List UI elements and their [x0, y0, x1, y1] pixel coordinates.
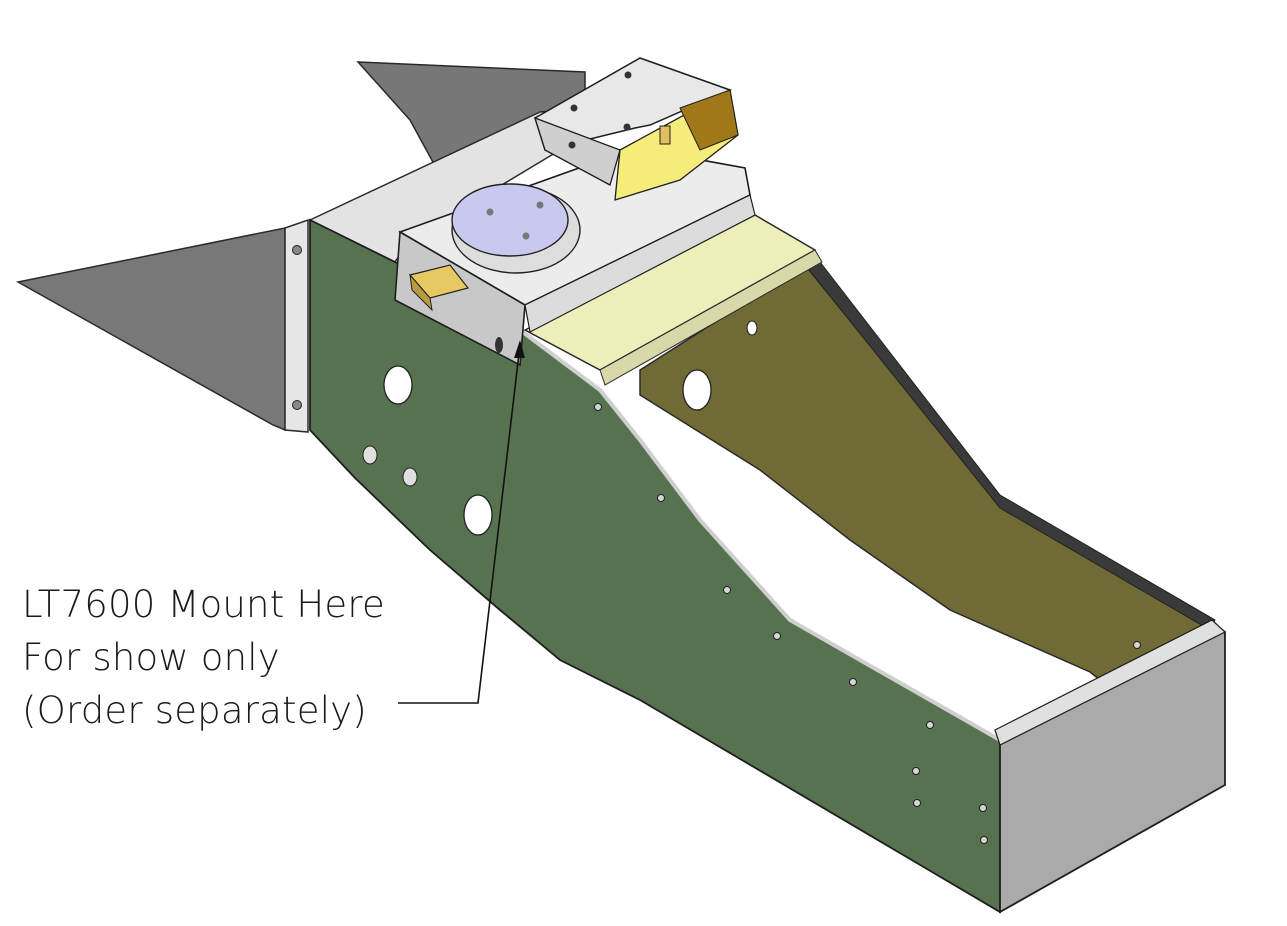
bracket-hole	[570, 104, 578, 112]
fin-bolt	[292, 400, 302, 410]
disc-hole	[536, 201, 544, 209]
upper-bracket-side	[533, 116, 621, 186]
front-end-top-lip	[994, 619, 1227, 746]
callout-leader	[398, 344, 521, 704]
bracket-hole	[624, 71, 632, 79]
bracket-hole	[623, 123, 631, 131]
callout-text: LT7600 Mount Here For show only (Order s…	[22, 578, 385, 737]
panel-hole-small	[362, 445, 378, 465]
housing-slot	[495, 337, 503, 353]
callout-line-1: LT7600 Mount Here	[22, 583, 385, 626]
inner-panel-hole	[682, 369, 712, 411]
callout-line-3: (Order separately)	[22, 689, 367, 732]
panel-bolt-holes	[594, 403, 1141, 844]
fin-flange	[284, 218, 309, 433]
cream-band-front	[599, 249, 823, 386]
bracket-pin	[659, 125, 671, 145]
panel-hole-large	[383, 365, 413, 405]
panel-hole-large	[463, 494, 493, 536]
callout-line-2: For show only	[22, 636, 280, 679]
fin-bolt	[292, 245, 302, 255]
disc-hole	[522, 232, 530, 240]
mount-housing-front	[524, 194, 756, 333]
bracket-hole	[568, 141, 576, 149]
panel-top-edge	[518, 328, 1001, 742]
inner-panel-hole	[746, 320, 758, 336]
callout-arrowhead	[514, 340, 525, 358]
mount-housing-side	[394, 230, 526, 367]
mount-disc	[451, 183, 569, 257]
yellow-latch-front	[409, 273, 433, 312]
side-fin-left	[15, 227, 286, 432]
panel-hole-small	[402, 467, 418, 487]
bracket-shadow	[679, 89, 739, 151]
disc-hole	[486, 208, 494, 216]
